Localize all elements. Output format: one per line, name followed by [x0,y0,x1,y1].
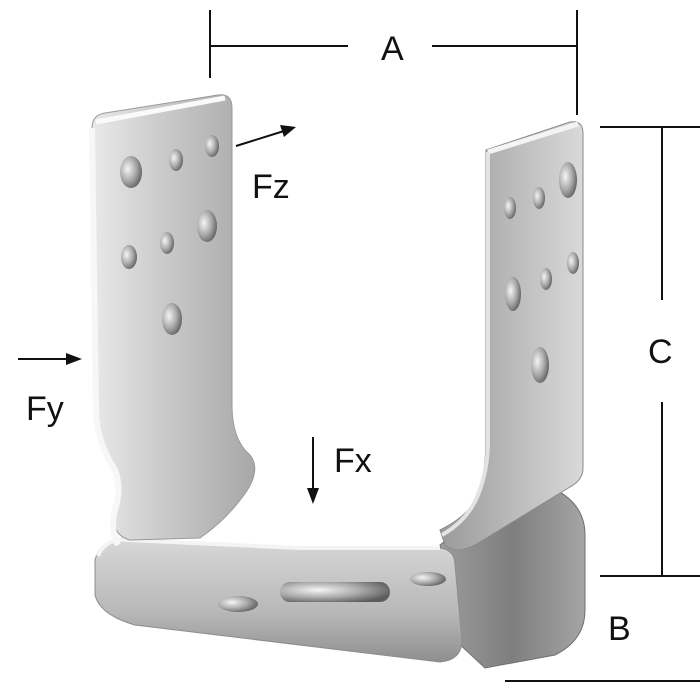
hole [197,210,217,242]
force-z-label: Fz [252,168,290,206]
hole [540,268,552,290]
u-bracket-drawing [89,94,586,669]
force-arrows [18,125,319,504]
left-plate-top-edge [95,95,226,125]
hole [162,303,182,335]
hole [160,232,174,254]
hole [504,197,516,219]
hole [410,572,446,586]
base-plate [94,537,463,663]
arrow-right-icon [18,353,82,365]
left-plate-holes [120,135,219,335]
hole [120,156,142,188]
hole [121,245,137,269]
dimension-lines [209,10,700,682]
hole [205,135,219,157]
right-plate-holes [504,162,579,383]
force-x-label: Fx [334,442,372,480]
right-plate-top-edge [487,121,579,155]
force-y-label: Fy [26,390,64,428]
hole [533,187,545,209]
dimension-b-label: B [608,610,631,648]
hole [218,596,258,612]
arrow-down-icon [307,437,319,504]
base-edge [96,537,440,557]
hole [531,347,549,383]
left-plate-edge [89,127,122,547]
arrow-right-icon [235,125,296,147]
hole [567,252,579,274]
hole [169,149,183,171]
slot-hole [280,582,390,602]
dimension-a-label: A [381,30,404,68]
dimension-c-label: C [648,333,673,371]
hole [559,162,577,198]
base-holes [218,572,446,612]
hole [505,277,521,311]
right-plate-inner-edge [440,152,490,537]
